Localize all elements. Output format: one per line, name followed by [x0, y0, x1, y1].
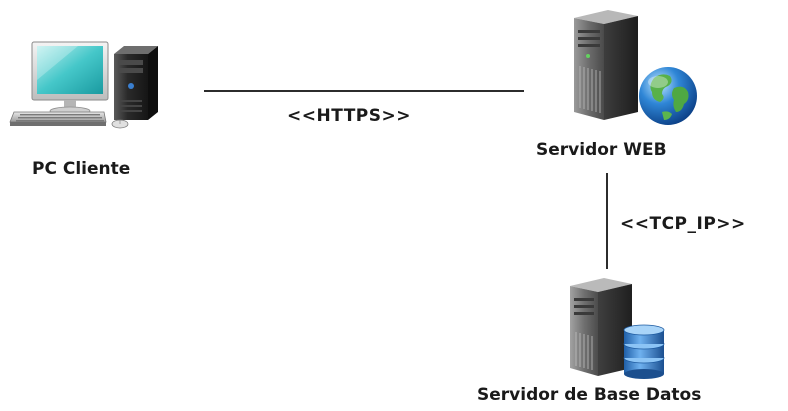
tcp-ip-label: <<TCP_IP>> — [620, 214, 746, 234]
pc-cliente-label: PC Cliente — [32, 159, 131, 179]
https-label: <<HTTPS>> — [287, 106, 411, 126]
servidor-base-datos-label: Servidor de Base Datos — [477, 385, 702, 405]
https-connector-line — [204, 90, 524, 92]
tcp-ip-connector-line — [606, 173, 608, 269]
web-server-globe-icon — [574, 10, 697, 125]
database-server-icon — [570, 278, 665, 379]
desktop-pc-icon — [9, 41, 158, 129]
servidor-web-label: Servidor WEB — [536, 140, 667, 160]
